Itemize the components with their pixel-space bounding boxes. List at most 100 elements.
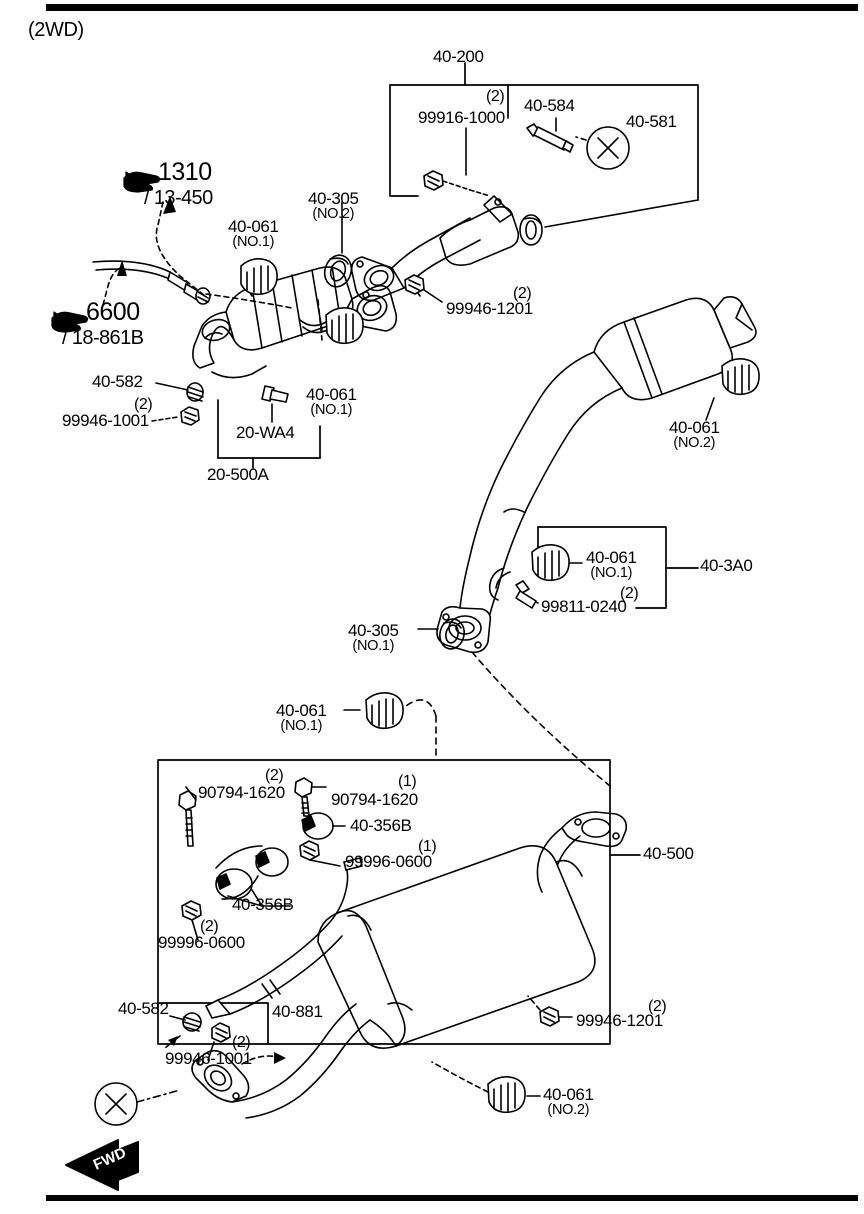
part-suffix: (NO.2) [312,206,355,223]
gasket-40-305-no1 [439,618,465,650]
part-label-20-WA4: 20-WA4 [236,423,295,442]
qty-90794-1620-right: (1) [398,773,417,790]
part-number: 40-061 [586,548,637,567]
qty-99946-1201-upper: (2) [513,285,532,302]
part-label-99996-0600-right: 99996-0600 [345,852,432,871]
top-rule [46,4,858,11]
page-title: (2WD) [28,19,84,41]
group-label-40-200: 40-200 [433,47,484,66]
part-label-99946-1201-upper: 99946-1201 [446,299,533,318]
pointing-hand-icon-6600 [51,311,89,333]
part-label-40-061-no2-tail: 40-061 (NO.2) [543,1086,594,1118]
part-label-99916-1000: 99916-1000 [418,108,505,127]
part-number: 40-061 [669,418,720,437]
nut-99946-1201-upper [404,274,425,295]
group-box-40-500-frame [157,759,641,1045]
leader-to-muffler-box [471,651,611,787]
muffler-assembly-40-500 [191,811,628,1119]
group-label-20-500A: 20-500A [207,465,269,484]
part-label-99996-0600-left: 99996-0600 [158,933,245,952]
part-label-99946-1201-lower: 99946-1201 [576,1011,663,1030]
hanger-40-061-no1-cat [240,258,278,296]
part-suffix: (NO.1) [232,234,275,251]
part-label-40-356B-left: 40-356B [232,895,294,914]
bolt-20-WA4 [261,385,289,403]
part-suffix: (NO.2) [673,435,716,452]
part-label-40-061-no1-center: 40-061 (NO.1) [586,549,637,581]
cross-ref-6600-number[interactable]: 6600 [86,298,140,326]
cross-ref-6600-page[interactable]: / 18-861B [62,327,144,349]
section-marker-X-upper [586,126,630,170]
part-number: 40-061 [228,217,279,236]
qty-90794-1620-left: (2) [265,767,284,784]
part-label-40-305-no2: 40-305 (NO.2) [308,190,359,222]
bolt-40-584 [526,123,574,153]
gasket-40-581 [519,214,543,246]
qty-99946-1201-lower: (2) [648,998,667,1015]
hanger-40-061-no1-center [531,544,570,582]
hanger-40-061-no2-silencer [721,358,760,396]
bolt-99811-0240 [515,580,537,609]
catalytic-converter-assembly [92,260,398,379]
part-number: 40-061 [306,385,357,404]
part-suffix: (NO.1) [590,565,633,582]
fwd-direction-arrow: FWD [65,1139,139,1191]
leader-ref-1310 [155,201,206,297]
part-label-90794-1620-right: 90794-1620 [331,790,418,809]
part-label-40-582-upper: 40-582 [92,372,143,391]
nut-99916-1000 [423,170,444,191]
spring-40-582-lower [182,1012,202,1032]
nut-99946-1001-upper [180,406,200,426]
hanger-40-061-no1-muffler [365,692,404,730]
leader-40-582-upper [155,382,189,391]
leader-ref-6600 [102,267,121,306]
hanger-40-061-no1-right [325,307,364,345]
qty-99916-1000: (2) [486,88,505,105]
group-bracket-20-500A [217,399,321,469]
group-label-40-500: 40-500 [643,844,694,863]
part-label-40-581: 40-581 [626,112,677,131]
leader-90794-1620-left [185,786,197,801]
qty-99946-1001-lower: (2) [232,1034,251,1051]
part-number: 40-061 [543,1085,594,1104]
part-label-99811-0240: 99811-0240 [541,597,627,616]
section-marker-X-lower [94,1082,138,1126]
bottom-rule [46,1195,858,1201]
cross-ref-1310-page[interactable]: / 13-450 [144,187,213,209]
part-label-40-305-no1: 40-305 (NO.1) [348,622,399,654]
pointing-hand-icon-1310 [123,171,161,193]
group-box-40-200-frame [389,62,699,201]
part-suffix: (NO.1) [280,718,323,735]
leader-40-581 [544,199,699,228]
gasket-40-305-no2 [323,254,353,288]
leader-40-061-no2-silencer [705,397,715,421]
clamp-assembly-left [178,786,289,941]
qty-99996-0600-right: (1) [418,838,437,855]
part-label-99946-1001-upper: 99946-1001 [62,411,149,430]
part-label-99946-1001-lower: 99946-1001 [165,1049,252,1068]
spring-40-582-upper [186,382,204,402]
part-label-40-061-no1-muffler: 40-061 (NO.1) [276,702,327,734]
part-label-90794-1620-left: 90794-1620 [198,783,285,802]
part-suffix: (NO.2) [547,1102,590,1119]
hanger-40-061-no2-tail [487,1076,526,1114]
part-label-40-881: 40-881 [272,1002,323,1021]
part-label-40-061-no2-silencer: 40-061 (NO.2) [669,419,720,451]
leader-99946-1001-lower [207,1041,215,1061]
leader-X-lower [136,1089,181,1103]
cross-ref-1310-number[interactable]: 1310 [158,158,212,186]
part-label-40-582-lower: 40-582 [118,999,169,1018]
center-pipe-silencer-40-3A0 [436,296,757,654]
leader-99996-0600-right [309,859,341,867]
qty-99996-0600-left: (2) [200,918,219,935]
part-number: 40-061 [276,701,327,720]
part-suffix: (NO.1) [352,638,395,655]
qty-99946-1001-upper: (2) [134,396,153,413]
nut-99946-1001-lower [211,1022,231,1043]
part-label-40-061-no1-cat: 40-061 (NO.1) [228,218,279,250]
nut-99946-1201-lower [539,1006,560,1027]
qty-99811-0240: (2) [620,585,639,602]
leader-40-582-lower [169,1015,186,1021]
part-number: 40-305 [348,621,399,640]
